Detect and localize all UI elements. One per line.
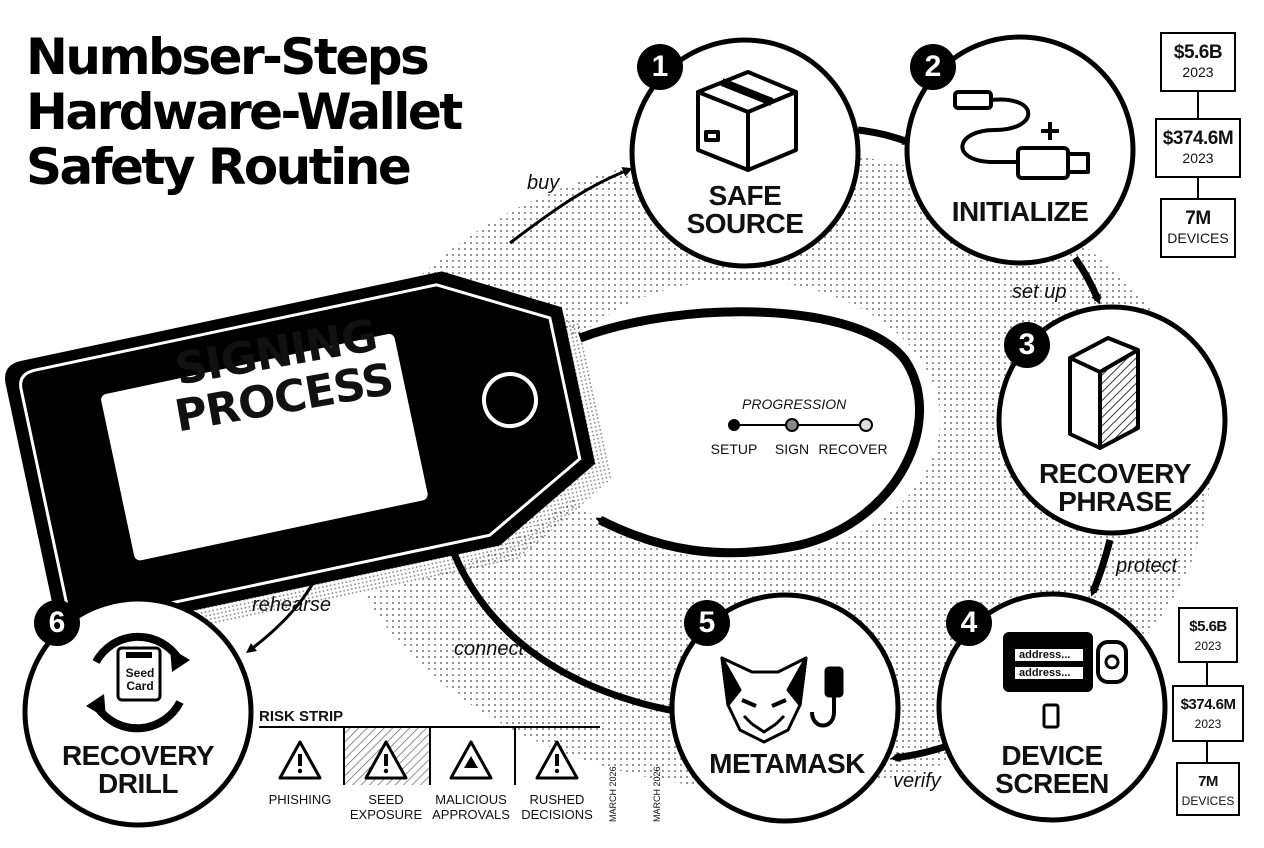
page-title: Numbser-Steps Hardware-Wallet Safety Rou… bbox=[26, 28, 463, 196]
folded-paper-icon bbox=[1068, 336, 1140, 450]
edge-1-2-arrow bbox=[857, 126, 913, 146]
box-icon bbox=[696, 70, 798, 172]
step-number-badge: 1 bbox=[637, 44, 683, 90]
risk-strip-frame bbox=[259, 726, 600, 785]
inner-loop-arrow bbox=[578, 307, 925, 558]
edge-protect-arrow bbox=[1089, 539, 1114, 597]
stat-box: $5.6B 2023 bbox=[1160, 32, 1236, 92]
title-line-3: Safety Routine bbox=[26, 138, 412, 196]
step-label-line: SCREEN bbox=[995, 768, 1109, 799]
stat-label: DEVICES bbox=[1181, 794, 1235, 808]
edge-label-rehearse: rehearse bbox=[252, 594, 331, 616]
edge-label-buy: buy bbox=[527, 172, 560, 194]
risk-label-line: MALICIOUS bbox=[435, 792, 507, 807]
risk-label-line: DECISIONS bbox=[521, 807, 593, 822]
step-label-line: SAFE bbox=[708, 180, 782, 211]
progression-track bbox=[728, 418, 873, 432]
seed-card-line: Seed bbox=[125, 666, 155, 680]
seed-card-line: Card bbox=[126, 679, 154, 693]
fox-icon bbox=[720, 656, 844, 744]
hardware-wallet-tag bbox=[5, 271, 613, 651]
edge-label-set-up: set up bbox=[1012, 281, 1067, 303]
stat-label: 2023 bbox=[1194, 717, 1222, 731]
edge-label-verify: verify bbox=[893, 770, 941, 792]
step-circle-6 bbox=[22, 596, 254, 828]
progression-step: RECOVER bbox=[818, 441, 888, 457]
step-label-metamask: METAMASK bbox=[709, 750, 865, 778]
edge-label-connect: connect bbox=[454, 638, 525, 660]
step-label-line: RECOVERY bbox=[61, 740, 215, 771]
risk-label-seed-exposure: SEED EXPOSURE bbox=[350, 792, 422, 822]
date-stamp: MARCH 2026 bbox=[652, 766, 662, 822]
stat-label: 2023 bbox=[1182, 150, 1214, 166]
stat-label: 2023 bbox=[1182, 64, 1214, 80]
edge-connect-arrow bbox=[444, 533, 681, 716]
stat-value: 7M bbox=[1198, 773, 1218, 790]
stat-box: $374.6M 2023 bbox=[1155, 118, 1241, 178]
step-label-line: RECOVERY bbox=[1038, 458, 1192, 489]
step-number-badge: 2 bbox=[910, 44, 956, 90]
step-label-line: DRILL bbox=[98, 768, 178, 799]
edge-buy-arrow bbox=[509, 167, 633, 245]
stat-box: 7M DEVICES bbox=[1160, 198, 1236, 258]
title-line-2: Hardware-Wallet bbox=[26, 83, 463, 141]
seed-card-text: Seed Card bbox=[122, 667, 158, 693]
step-label-line: METAMASK bbox=[709, 748, 865, 779]
stat-box: $5.6B 2023 bbox=[1178, 607, 1238, 663]
stat-value: $374.6M bbox=[1162, 128, 1234, 149]
seed-card-cycle-icon bbox=[86, 632, 190, 733]
date-stamp: MARCH 2026 bbox=[608, 766, 618, 822]
stat-label: DEVICES bbox=[1167, 230, 1229, 246]
step-label-line: INITIALIZE bbox=[951, 196, 1089, 227]
step-circle-2 bbox=[904, 34, 1136, 266]
edge-setup-arrow bbox=[1072, 255, 1102, 305]
step-circle-5 bbox=[669, 592, 901, 824]
stat-value: $5.6B bbox=[1189, 618, 1227, 635]
device-screen-icon bbox=[1003, 632, 1128, 729]
step-circle-3 bbox=[996, 304, 1228, 536]
progression-step: SIGN bbox=[774, 441, 810, 457]
risk-label-line: PHISHING bbox=[268, 792, 332, 807]
step-label-initialize: INITIALIZE bbox=[952, 198, 1089, 226]
progression-title: PROGRESSION bbox=[742, 396, 847, 412]
risk-label-line: RUSHED bbox=[529, 792, 585, 807]
step-number-badge: 3 bbox=[1004, 322, 1050, 368]
step-label-line: SOURCE bbox=[686, 208, 804, 239]
step-label-recovery-drill: RECOVERY DRILL bbox=[61, 740, 215, 799]
risk-label-line: EXPOSURE bbox=[349, 807, 423, 822]
risk-label-line: SEED bbox=[368, 792, 404, 807]
stat-value: $5.6B bbox=[1173, 42, 1223, 63]
title-line-1: Numbser-Steps bbox=[26, 28, 430, 86]
step-label-recovery-phrase: RECOVERY PHRASE bbox=[1038, 458, 1192, 517]
step-number-badge: 6 bbox=[34, 600, 80, 646]
step-label-device-screen: DEVICE SCREEN bbox=[995, 742, 1109, 798]
progression-step: SETUP bbox=[710, 441, 758, 457]
stat-label: 2023 bbox=[1194, 639, 1222, 653]
risk-label-malicious-approvals: MALICIOUS APPROVALS bbox=[432, 792, 510, 822]
stat-box: 7M DEVICES bbox=[1176, 762, 1240, 816]
step-circle-4 bbox=[936, 591, 1168, 823]
edge-label-protect: protect bbox=[1116, 555, 1178, 577]
risk-label-phishing: PHISHING bbox=[269, 792, 332, 807]
risk-label-line: APPROVALS bbox=[432, 807, 510, 822]
step-number-badge: 5 bbox=[684, 600, 730, 646]
step-label-line: DEVICE bbox=[1001, 740, 1103, 771]
risk-strip-title: RISK STRIP bbox=[259, 708, 344, 725]
step-number-badge: 4 bbox=[946, 600, 992, 646]
step-circle-1 bbox=[629, 37, 861, 269]
step-label-safe-source: SAFE SOURCE bbox=[687, 182, 804, 238]
stat-value: 7M bbox=[1185, 208, 1211, 229]
usb-cable-icon bbox=[953, 90, 1090, 180]
stat-box: $374.6M 2023 bbox=[1172, 685, 1244, 742]
risk-label-rushed-decisions: RUSHED DECISIONS bbox=[521, 792, 593, 822]
stat-value: $374.6M bbox=[1180, 696, 1236, 713]
device-address-row: address... bbox=[1019, 649, 1071, 661]
device-address-row: address... bbox=[1019, 667, 1071, 679]
step-label-line: PHRASE bbox=[1058, 486, 1172, 517]
